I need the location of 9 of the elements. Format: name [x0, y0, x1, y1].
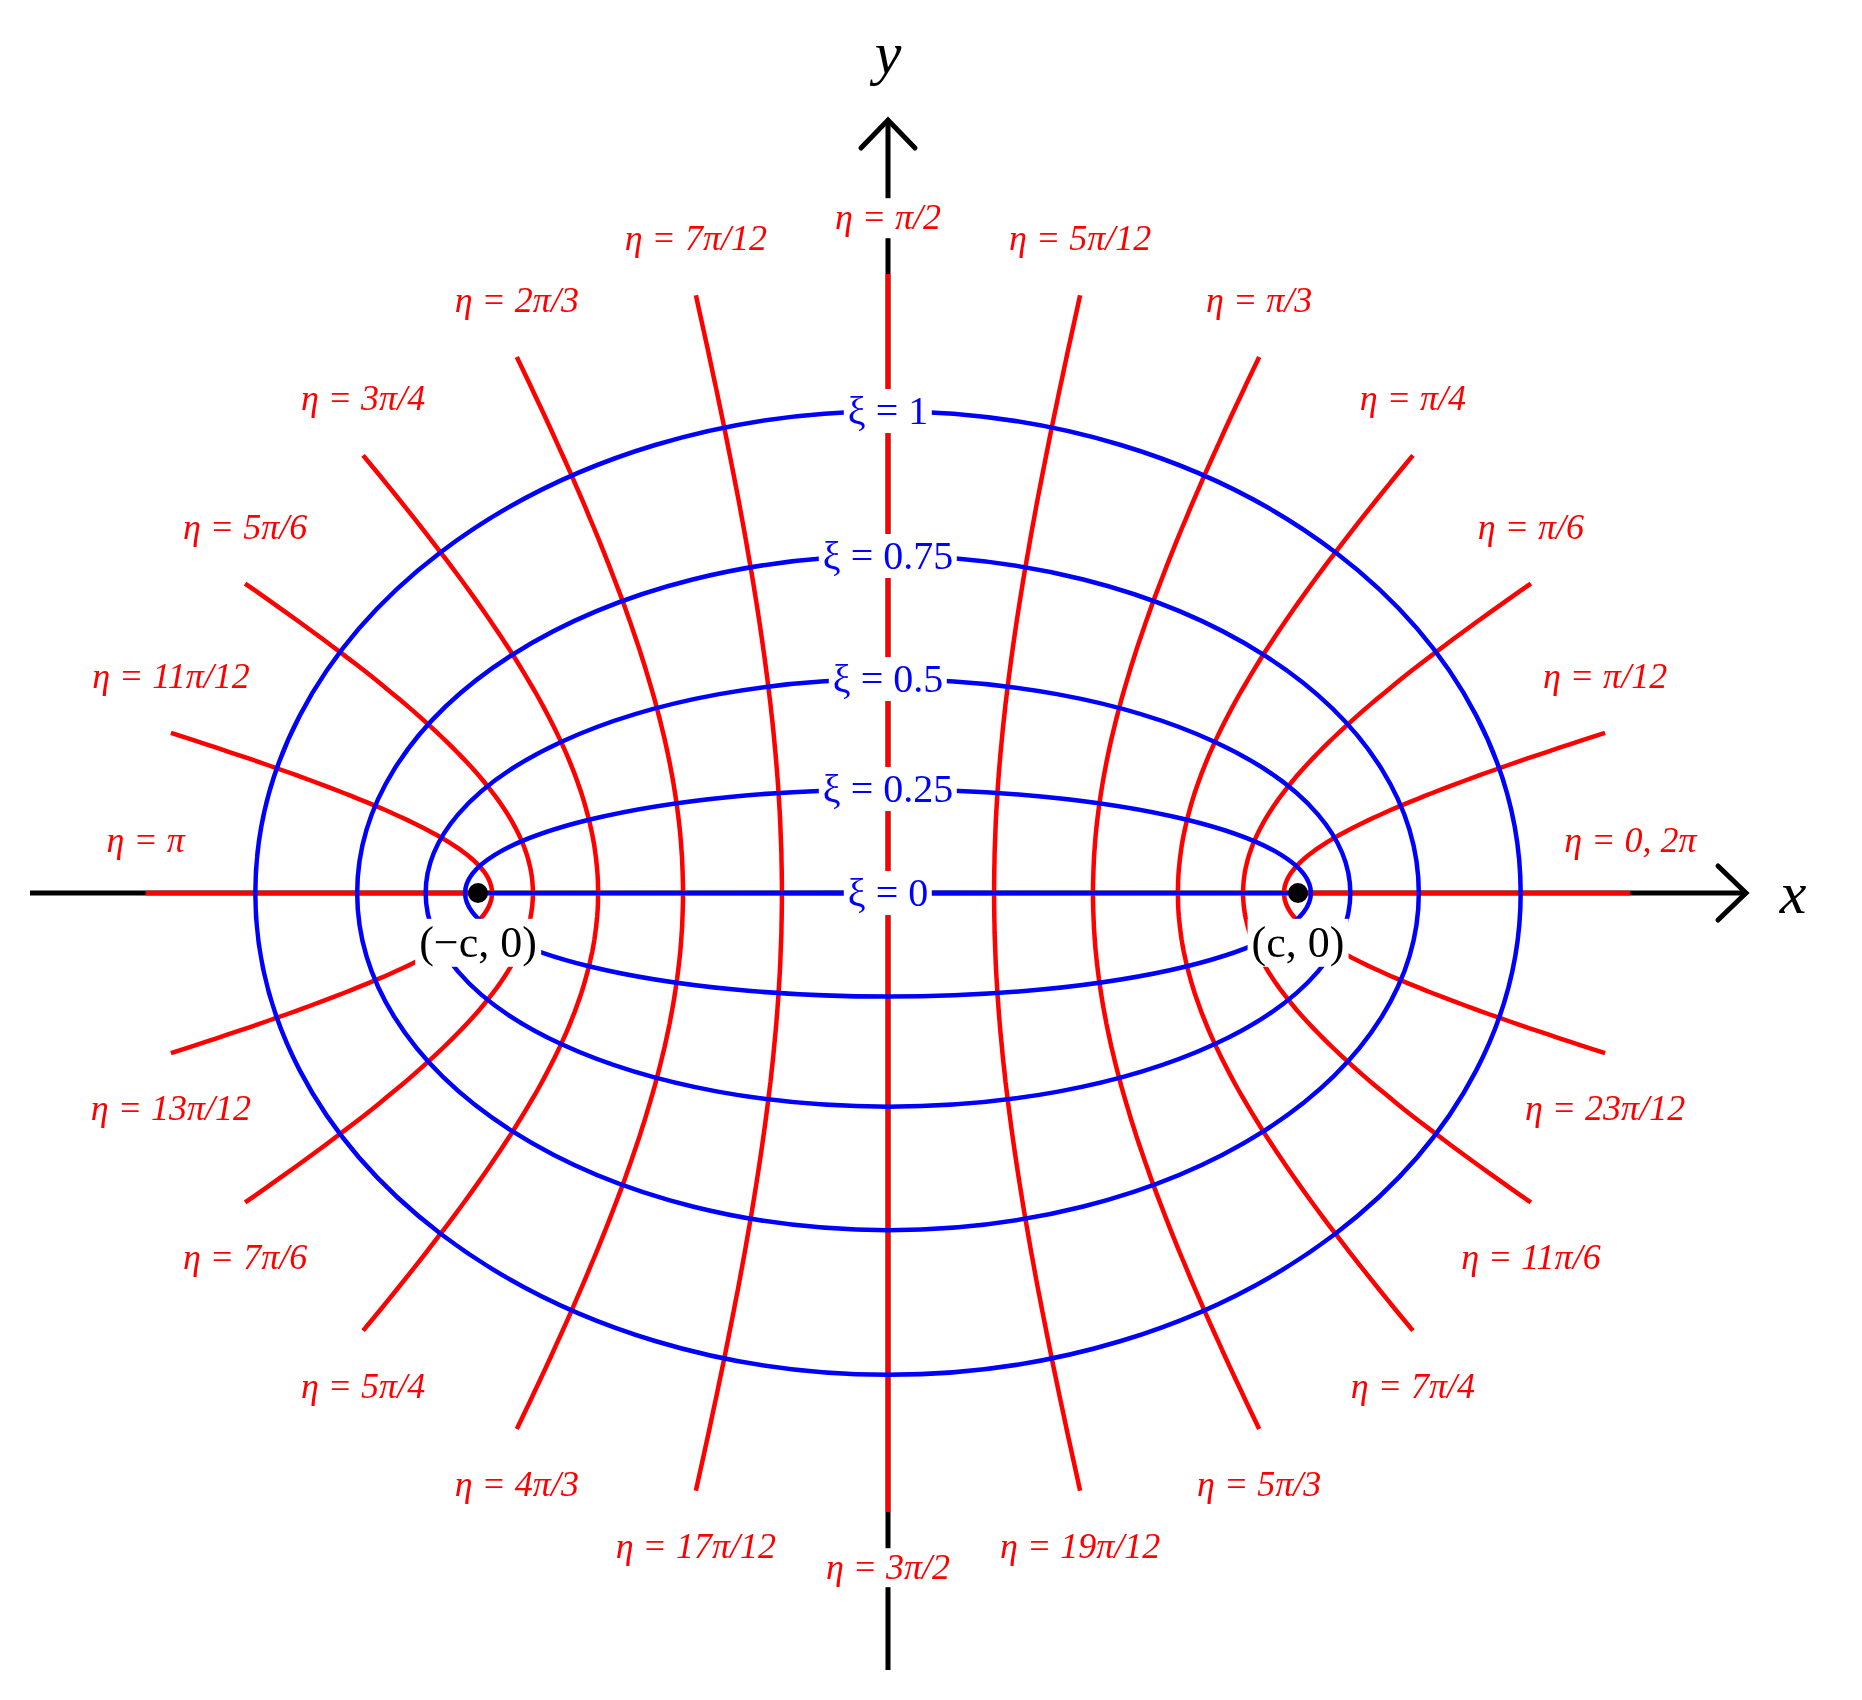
- xi-label: ξ = 1: [843, 389, 933, 434]
- xi-label: ξ = 0.75: [818, 533, 958, 578]
- xi-label: ξ = 0.25: [818, 767, 958, 812]
- axis-label: x: [1778, 860, 1808, 926]
- axis-label: y: [870, 20, 906, 86]
- point-label: (c, 0): [1247, 918, 1349, 968]
- xi-label: ξ = 0: [843, 871, 933, 915]
- xi-label: ξ = 0.5: [828, 657, 948, 702]
- point-label: (−c, 0): [415, 918, 541, 968]
